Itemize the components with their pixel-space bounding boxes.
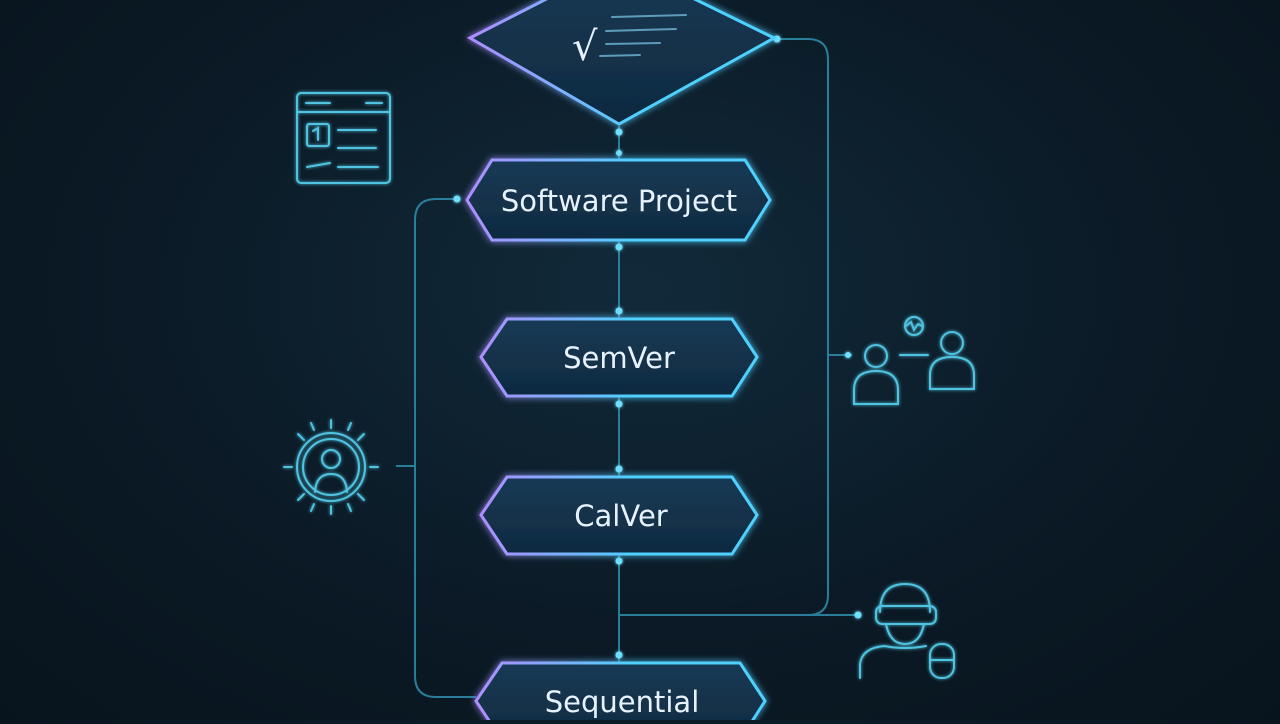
node-label: CalVer	[574, 499, 668, 533]
dot	[845, 352, 851, 358]
dot	[453, 195, 461, 203]
connectors	[396, 38, 858, 698]
node-label: Software Project	[501, 184, 737, 218]
dot	[615, 465, 623, 473]
dot	[615, 400, 623, 408]
decision-node[interactable]: √	[466, 0, 778, 126]
dot	[615, 307, 623, 315]
node-semver[interactable]: SemVer	[479, 317, 759, 398]
connector-left-loop	[414, 198, 476, 698]
dot	[854, 611, 862, 619]
team-users-icon	[853, 316, 975, 405]
dot	[615, 557, 623, 565]
dot	[616, 150, 622, 156]
dot	[615, 651, 623, 659]
checkmark-label: √	[572, 24, 598, 70]
node-software-project[interactable]: Software Project	[465, 158, 772, 242]
document-window-icon	[296, 92, 391, 184]
connector-right-loop	[619, 38, 829, 616]
text-lines-icon	[599, 14, 687, 57]
node-sequential[interactable]: Sequential	[474, 661, 767, 724]
user-gear-icon	[283, 419, 379, 515]
vr-headset-user-icon	[859, 582, 955, 679]
node-label: Sequential	[545, 685, 700, 719]
dot	[615, 243, 623, 251]
node-label: SemVer	[563, 341, 675, 375]
dot	[615, 128, 623, 136]
node-calver[interactable]: CalVer	[479, 475, 759, 556]
